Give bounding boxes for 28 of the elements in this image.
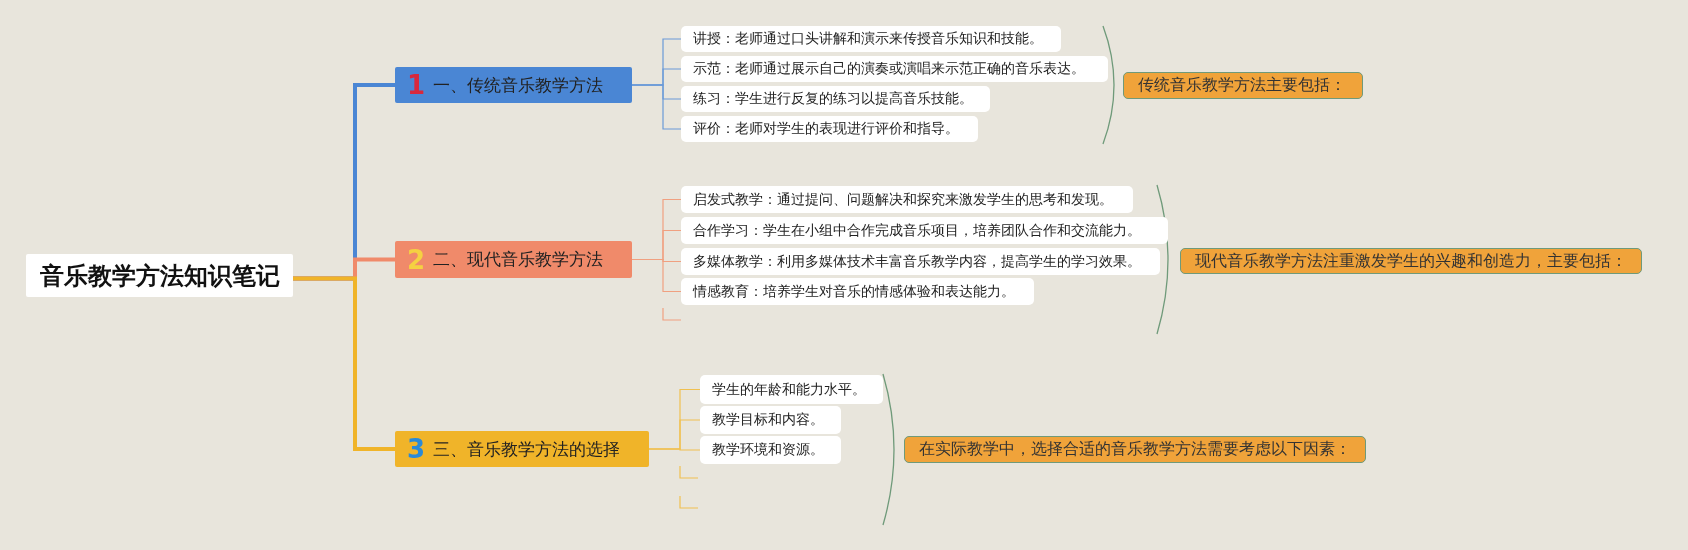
branch-number: 1 [407,70,426,100]
subtopic: 评价：老师对学生的表现进行评价和指导。 [681,116,978,142]
summary-topic: 现代音乐教学方法注重激发学生的兴趣和创造力，主要包括： [1180,248,1642,274]
subtopic: 合作学习：学生在小组中合作完成音乐项目，培养团队合作和交流能力。 [681,217,1168,244]
subtopic: 情感教育：培养学生对音乐的情感体验和表达能力。 [681,278,1034,305]
subtopic: 讲授：老师通过口头讲解和演示来传授音乐知识和技能。 [681,26,1061,52]
subtopic: 练习：学生进行反复的练习以提高音乐技能。 [681,86,990,112]
subtopic: 教学环境和资源。 [700,436,841,464]
branch-topic [395,241,632,278]
branch-title: 三、音乐教学方法的选择 [433,437,621,461]
branch-topic [395,67,632,103]
branch-title: 一、传统音乐教学方法 [433,73,604,97]
connector [293,276,395,451]
connector [648,448,701,451]
subtopic: 教学目标和内容。 [700,406,841,434]
central-topic: 音乐教学方法知识笔记 [26,254,293,297]
branch-title: 二、现代音乐教学方法 [433,248,604,271]
subtopic: 示范：老师通过展示自己的演奏或演唱来示范正确的音乐表达。 [681,56,1108,82]
connector [631,84,682,130]
branch-topic [395,431,649,467]
subtopic: 启发式教学：通过提问、问题解决和探究来激发学生的思考和发现。 [681,186,1133,213]
connector [631,258,682,293]
summary-topic: 传统音乐教学方法主要包括： [1123,72,1363,99]
summary-topic: 在实际教学中，选择合适的音乐教学方法需要考虑以下因素： [904,436,1366,463]
branch-number: 3 [407,434,426,464]
subtopic: 学生的年龄和能力水平。 [700,375,883,404]
branch-number: 2 [407,244,426,275]
subtopic: 多媒体教学：利用多媒体技术丰富音乐教学内容，提高学生的学习效果。 [681,248,1160,275]
